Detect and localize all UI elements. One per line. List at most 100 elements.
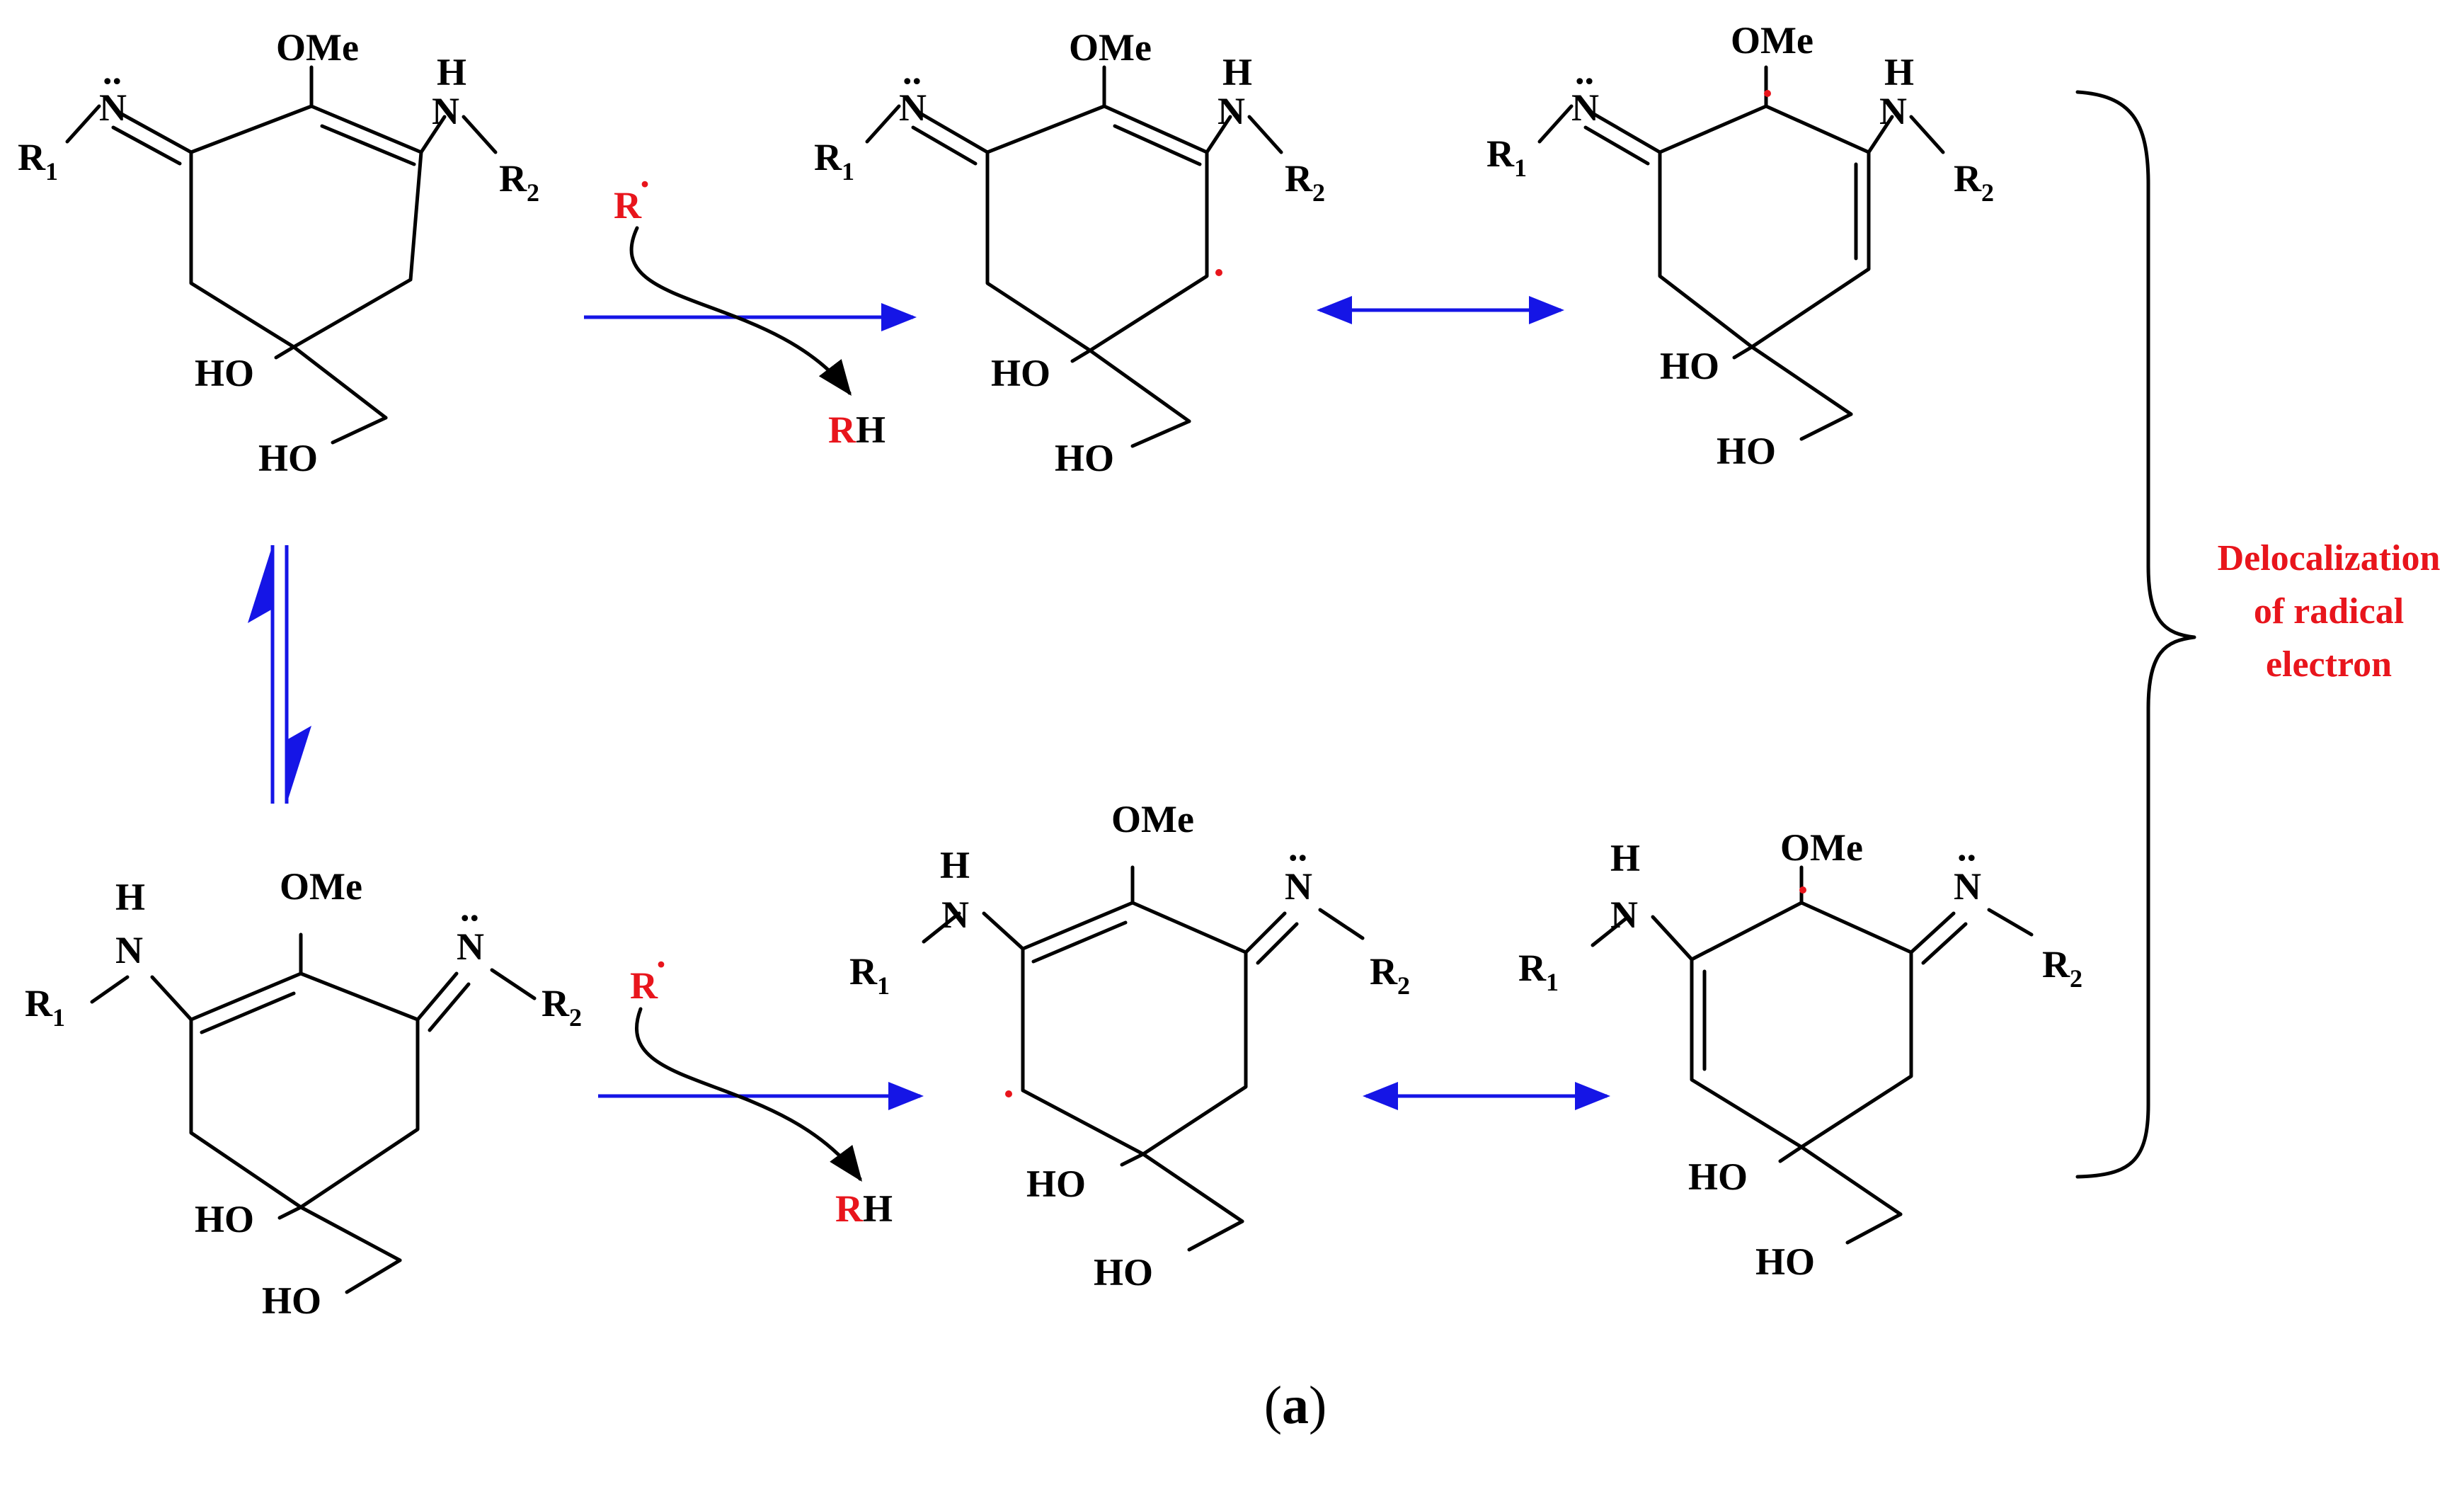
molecule-2: OMe N .. R1 H N R2 HO HO xyxy=(814,26,1325,479)
mol2-c-ch2-bond xyxy=(1088,348,1191,423)
mol4-n-r2-bond xyxy=(490,968,537,1000)
bottom-rh-label: RH xyxy=(835,1187,893,1230)
mol6-ome-label: OMe xyxy=(1780,826,1863,869)
figure-caption: (a) xyxy=(1264,1376,1327,1435)
mol1-ring-bonds xyxy=(189,104,423,349)
equilibrium-up-half-head xyxy=(248,545,273,623)
mol5-ho-label: HO xyxy=(1026,1163,1086,1205)
mol1-n-r1-bond xyxy=(65,104,101,144)
mol5-r1-label: R1 xyxy=(849,950,890,1000)
mol1-c-nh-bond xyxy=(419,115,447,154)
mol3-c-ho-bond xyxy=(1732,345,1754,360)
mol5-c-n-double-bond xyxy=(1256,922,1299,965)
mol5-nh-r1-bond xyxy=(922,911,961,944)
mol1-ho-label: HO xyxy=(195,352,254,394)
top-rh-label: RH xyxy=(828,409,886,451)
mol6-r2-label: R2 xyxy=(2042,943,2082,993)
mol4-c-n-double-bond xyxy=(428,982,471,1032)
mol4-nh-r1-bond xyxy=(90,975,130,1004)
mol6-c-nh-bond xyxy=(1651,915,1694,962)
mol1-r2-label: R2 xyxy=(499,157,539,207)
molecule-3: OMe N .. R1 H N R2 HO HO xyxy=(1486,19,1994,472)
mol1-ch2-oh-bond xyxy=(331,416,388,445)
bottom-abstraction: R · RH xyxy=(598,943,924,1230)
mol1-ring-double-bond xyxy=(320,124,416,166)
top-radical-r: R xyxy=(614,184,642,227)
mol2-ring-double-bond xyxy=(1113,124,1202,166)
mol3-radical-dot xyxy=(1764,90,1771,97)
mol2-c-ho-bond xyxy=(1070,348,1092,363)
mol5-imine-n: N xyxy=(1285,865,1312,908)
mol2-nh-r2-bond xyxy=(1247,115,1283,154)
top-radical-r-dot: · xyxy=(638,163,651,205)
mol6-nh-h: H xyxy=(1610,837,1640,879)
mol1-c-n-bond xyxy=(118,111,193,154)
mol6-ch2-oh-bond xyxy=(1845,1212,1903,1245)
mol3-c-n-bond xyxy=(1591,111,1662,154)
mol4-nh-n: N xyxy=(115,929,143,971)
mol5-c-ch2-bond xyxy=(1141,1152,1244,1223)
mol3-n-r1-bond xyxy=(1537,104,1574,144)
mol6-radical-dot xyxy=(1799,886,1806,894)
mol1-ome-label: OMe xyxy=(276,26,359,69)
mol4-ring-bonds xyxy=(189,971,420,1209)
annotation-line-1: Delocalization xyxy=(2218,538,2441,578)
mol3-nh-r2-bond xyxy=(1909,115,1945,154)
mol4-n-lone-pair: .. xyxy=(460,886,479,929)
bottom-radical-r: R xyxy=(630,964,658,1007)
mol2-ring-bonds xyxy=(985,104,1209,353)
mol3-ome-label: OMe xyxy=(1731,19,1813,62)
mol3-c-nh-bond xyxy=(1867,115,1894,154)
mol2-nh-h: H xyxy=(1222,51,1252,93)
mol1-nh-r2-bond xyxy=(462,115,498,154)
mol6-c-ch2-bond xyxy=(1799,1145,1903,1216)
mol3-n-lone-pair: .. xyxy=(1575,50,1594,92)
mol3-c-n-double-bond xyxy=(1583,125,1650,166)
mol6-n-r2-bond xyxy=(1987,908,2034,937)
mol5-radical-dot xyxy=(1005,1090,1012,1097)
mol2-r1-label: R1 xyxy=(814,136,854,186)
mol6-nh-r1-bond xyxy=(1591,915,1630,947)
mol5-n-lone-pair: .. xyxy=(1288,826,1307,869)
mol6-ho-ch2-label: HO xyxy=(1755,1240,1815,1283)
mol2-imine-n: N xyxy=(899,86,927,129)
mol6-c-n-double-bond xyxy=(1921,922,1968,965)
mol1-c-ch2-bond xyxy=(292,345,388,420)
mol4-imine-n: N xyxy=(457,925,484,968)
mol2-radical-dot xyxy=(1215,269,1222,276)
mol3-r1-label: R1 xyxy=(1486,132,1527,182)
molecule-4: H N R1 OMe N .. R2 HO HO xyxy=(25,865,582,1322)
molecule-6: H N R1 OMe N .. R2 HO HO xyxy=(1518,826,2082,1283)
annotation-line-2: of radical xyxy=(2254,591,2404,632)
mol1-r1-label: R1 xyxy=(18,136,58,186)
equilibrium-down-half-head xyxy=(287,726,311,804)
mol1-nh-h: H xyxy=(437,51,466,93)
delocalization-brace xyxy=(2075,90,2196,1179)
tautomer-equilibrium-arrows xyxy=(248,545,311,804)
mol5-c-ho-bond xyxy=(1120,1152,1145,1167)
bottom-radical-r-dot: · xyxy=(655,943,667,986)
mol2-c-n-double-bond xyxy=(911,125,978,166)
mol1-c-n-double-bond xyxy=(111,125,182,166)
mol6-n-lone-pair: .. xyxy=(1957,826,1976,869)
mol5-r2-label: R2 xyxy=(1370,950,1410,1000)
bottom-curved-arrow xyxy=(634,1007,862,1182)
mol5-ho-ch2-label: HO xyxy=(1094,1251,1153,1294)
mol1-imine-n: N xyxy=(99,86,127,129)
mol4-nh-h: H xyxy=(115,876,145,918)
molecule-5: H N R1 OMe N .. R2 HO HO xyxy=(849,798,1410,1294)
mol2-c-nh-bond xyxy=(1205,115,1232,154)
mol3-ring-bonds xyxy=(1658,104,1871,349)
mol4-ome-label: OMe xyxy=(280,865,362,908)
mol5-c-n-bond xyxy=(1244,911,1287,954)
mol2-n-lone-pair: .. xyxy=(902,50,922,92)
mol4-ring-double-bond xyxy=(200,991,296,1034)
mol3-ho-ch2-label: HO xyxy=(1717,430,1776,472)
mol6-ho-label: HO xyxy=(1688,1156,1748,1198)
mol3-r2-label: R2 xyxy=(1954,157,1994,207)
top-abstraction: R · RH xyxy=(584,163,917,451)
mol4-c-ho-bond xyxy=(277,1205,303,1220)
mol4-r2-label: R2 xyxy=(541,982,582,1032)
mol1-ho-ch2-label: HO xyxy=(258,437,318,479)
